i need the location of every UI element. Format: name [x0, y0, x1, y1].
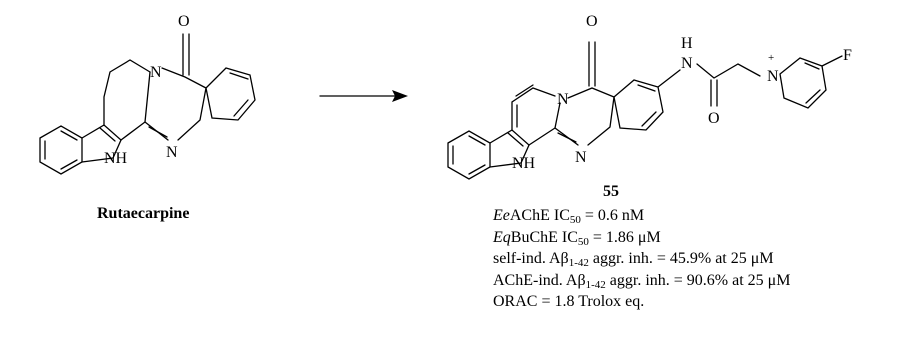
property-row: EqBuChE IC50 = 1.86 μM	[493, 227, 790, 249]
property-italic-prefix: Eq	[493, 228, 511, 246]
c55-imine-nitrogen: N	[575, 149, 587, 166]
property-label: BuChE IC	[510, 228, 578, 246]
c55-amide-hydrogen: H	[681, 35, 693, 52]
rutaecarpine-structure	[39, 33, 256, 175]
property-list: EeAChE IC50 = 0.6 nM EqBuChE IC50 = 1.86…	[493, 205, 790, 313]
reaction-arrow	[319, 90, 408, 102]
property-row: AChE-ind. Aβ1-42 aggr. inh. = 90.6% at 2…	[493, 270, 790, 292]
c55-indole-nh: NH	[512, 155, 536, 172]
property-subscript: 50	[577, 235, 589, 248]
property-italic-prefix: Ee	[493, 207, 510, 224]
rutaecarpine-imine-nitrogen: N	[166, 144, 178, 161]
c55-carbonyl-oxygen: O	[586, 13, 598, 30]
c55-amide-nitrogen: N	[557, 91, 569, 108]
property-row: self-ind. Aβ1-42 aggr. inh. = 45.9% at 2…	[493, 248, 790, 270]
rutaecarpine-carbonyl-oxygen: O	[178, 13, 190, 30]
rutaecarpine-label: Rutaecarpine	[97, 205, 189, 222]
property-label: AChE IC	[509, 207, 570, 224]
property-subscript: 1-42	[568, 257, 589, 270]
property-value: aggr. inh. = 90.6% at 25 μM	[605, 271, 791, 289]
property-value: = 1.86 μM	[588, 228, 661, 246]
c55-pyridinium-charge: +	[768, 52, 774, 64]
c55-pyridinium-nitrogen: N	[767, 68, 779, 85]
property-row: ORAC = 1.8 Trolox eq.	[493, 291, 790, 313]
compound-55-label: 55	[603, 183, 619, 200]
c55-amide-oxygen: O	[708, 110, 720, 127]
property-subscript: 50	[569, 214, 581, 226]
property-label: AChE-ind. Aβ	[493, 271, 586, 289]
property-value: aggr. inh. = 45.9% at 25 μM	[588, 250, 774, 268]
rutaecarpine-amide-nitrogen: N	[150, 64, 162, 81]
compound-55-structure	[447, 41, 843, 180]
property-value: = 0.6 nM	[580, 207, 645, 224]
property-label: self-ind. Aβ	[493, 250, 569, 268]
c55-amide-n: N	[681, 55, 693, 72]
rutaecarpine-indole-nh: NH	[104, 150, 128, 167]
c55-fluorine: F	[843, 47, 852, 64]
property-subscript: 1-42	[585, 278, 606, 291]
property-label: ORAC = 1.8 Trolox eq.	[493, 293, 645, 311]
property-row: EeAChE IC50 = 0.6 nM	[493, 205, 790, 227]
